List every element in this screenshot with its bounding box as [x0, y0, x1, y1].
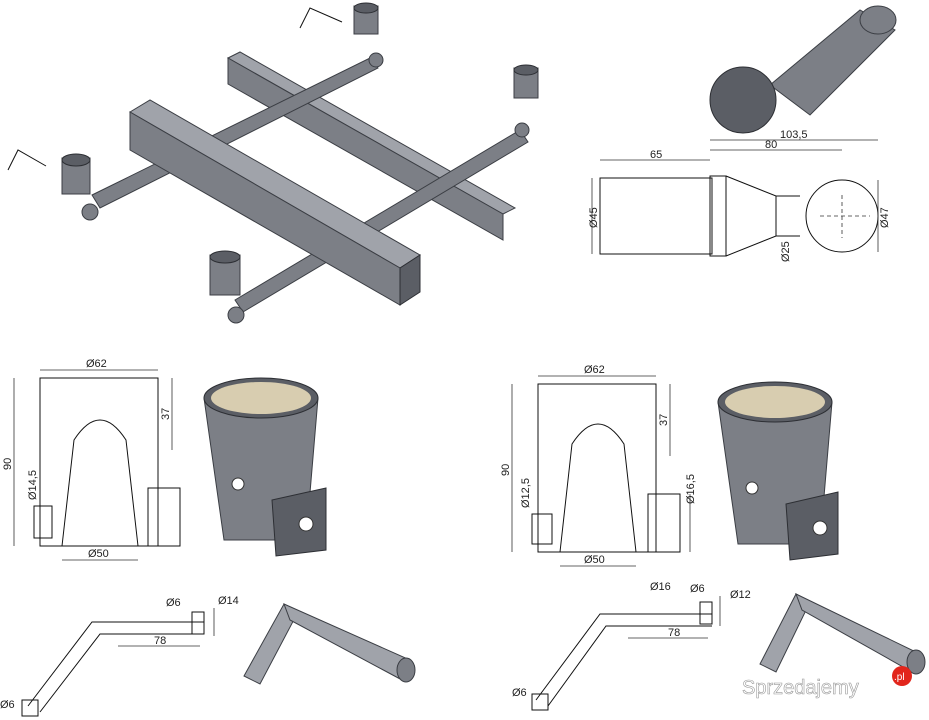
socket-small-tr — [513, 64, 539, 99]
dim-d6-right-a: Ø6 — [690, 583, 705, 595]
dim-d62-left: Ø62 — [86, 358, 107, 370]
pin-right-3d — [759, 593, 926, 675]
watermark-dot-icon — [892, 666, 912, 686]
socket-right-drawing: Ø62 90 37 Ø12,5 Ø16,5 Ø50 — [500, 364, 697, 567]
ball-3d — [709, 5, 897, 134]
dim-d6-left-b: Ø6 — [0, 699, 15, 711]
dim-78-left: 78 — [154, 635, 166, 647]
pin-right-drawing: Ø16 Ø6 Ø12 78 Ø6 — [512, 581, 751, 711]
pin-left-drawing: Ø6 Ø14 78 Ø6 — [0, 595, 239, 717]
dim-d50-right: Ø50 — [584, 554, 605, 566]
dim-80: 80 — [765, 139, 777, 151]
dim-d25: Ø25 — [780, 241, 792, 262]
dim-37-right: 37 — [658, 414, 670, 426]
watermark-suffix: .pl — [894, 672, 905, 683]
dim-d6-left-a: Ø6 — [166, 597, 181, 609]
dim-90-right: 90 — [500, 464, 512, 476]
dim-d45: Ø45 — [588, 207, 600, 228]
dim-d6-right-b: Ø6 — [512, 687, 527, 699]
socket-small-l — [61, 153, 91, 195]
pin-left-3d — [243, 603, 416, 685]
dim-78-right: 78 — [668, 627, 680, 639]
dim-103-5: 103,5 — [780, 129, 808, 141]
watermark: Sprzedajemy .pl — [742, 666, 912, 699]
dim-d12: Ø12 — [730, 589, 751, 601]
socket-left-3d — [203, 377, 327, 557]
dim-d12-5: Ø12,5 — [520, 478, 532, 508]
socket-left-drawing: Ø62 90 37 Ø14,5 Ø50 — [2, 358, 181, 561]
dim-d16: Ø16 — [650, 581, 671, 593]
dim-d16-5: Ø16,5 — [685, 474, 697, 504]
socket-small-tl — [353, 2, 379, 35]
socket-small-b — [209, 250, 241, 296]
dim-37-left: 37 — [160, 408, 172, 420]
dim-d50-left: Ø50 — [88, 548, 109, 560]
dim-65: 65 — [650, 149, 662, 161]
watermark-text: Sprzedajemy — [742, 677, 859, 699]
dim-90-left: 90 — [2, 458, 14, 470]
frame-assembly-3d — [7, 2, 539, 324]
dim-d47: Ø47 — [879, 207, 891, 228]
socket-right-3d — [717, 381, 839, 561]
dim-d62-right: Ø62 — [584, 364, 605, 376]
ball-drawing: 65 80 103,5 Ø45 Ø25 Ø47 — [588, 129, 891, 262]
dim-d14-5: Ø14,5 — [27, 470, 39, 500]
dim-d14: Ø14 — [218, 595, 239, 607]
